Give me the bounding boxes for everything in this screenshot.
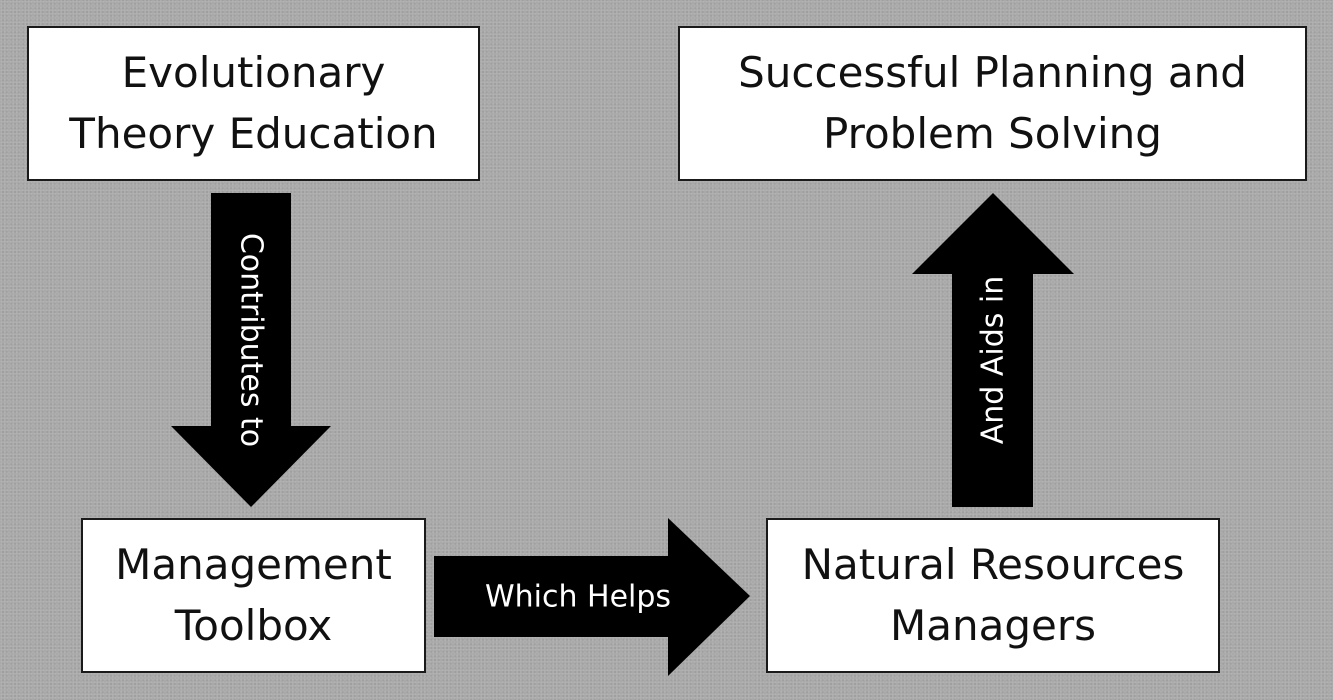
node-natural-resources-managers: Natural Resources Managers [766, 518, 1220, 673]
arrow-which-helps: Which Helps [434, 518, 750, 676]
node-natural-line1: Natural Resources [801, 539, 1185, 589]
arrow-right-shape [434, 518, 750, 676]
arrow-contributes-label: Contributes to [234, 233, 269, 447]
node-management-line2: Toolbox [174, 600, 333, 650]
node-evolutionary-line2: Theory Education [69, 108, 438, 158]
node-management-toolbox: Management Toolbox [81, 518, 426, 673]
node-management-line1: Management [115, 539, 392, 589]
arrow-helps-label: Which Helps [485, 580, 671, 615]
arrow-up-shape [912, 193, 1074, 507]
arrow-and-aids-in: And Aids in [912, 193, 1074, 507]
arrow-contributes-to: Contributes to [171, 193, 331, 507]
arrow-aids-label: And Aids in [976, 276, 1011, 445]
node-successful-planning: Successful Planning and Problem Solving [678, 26, 1307, 181]
node-successful-line2: Problem Solving [823, 108, 1162, 158]
arrow-down-shape [171, 193, 331, 507]
node-successful-line1: Successful Planning and [738, 47, 1247, 97]
node-natural-line2: Managers [890, 600, 1096, 650]
node-evolutionary-theory-education: Evolutionary Theory Education [27, 26, 480, 181]
node-evolutionary-line1: Evolutionary [121, 47, 386, 97]
